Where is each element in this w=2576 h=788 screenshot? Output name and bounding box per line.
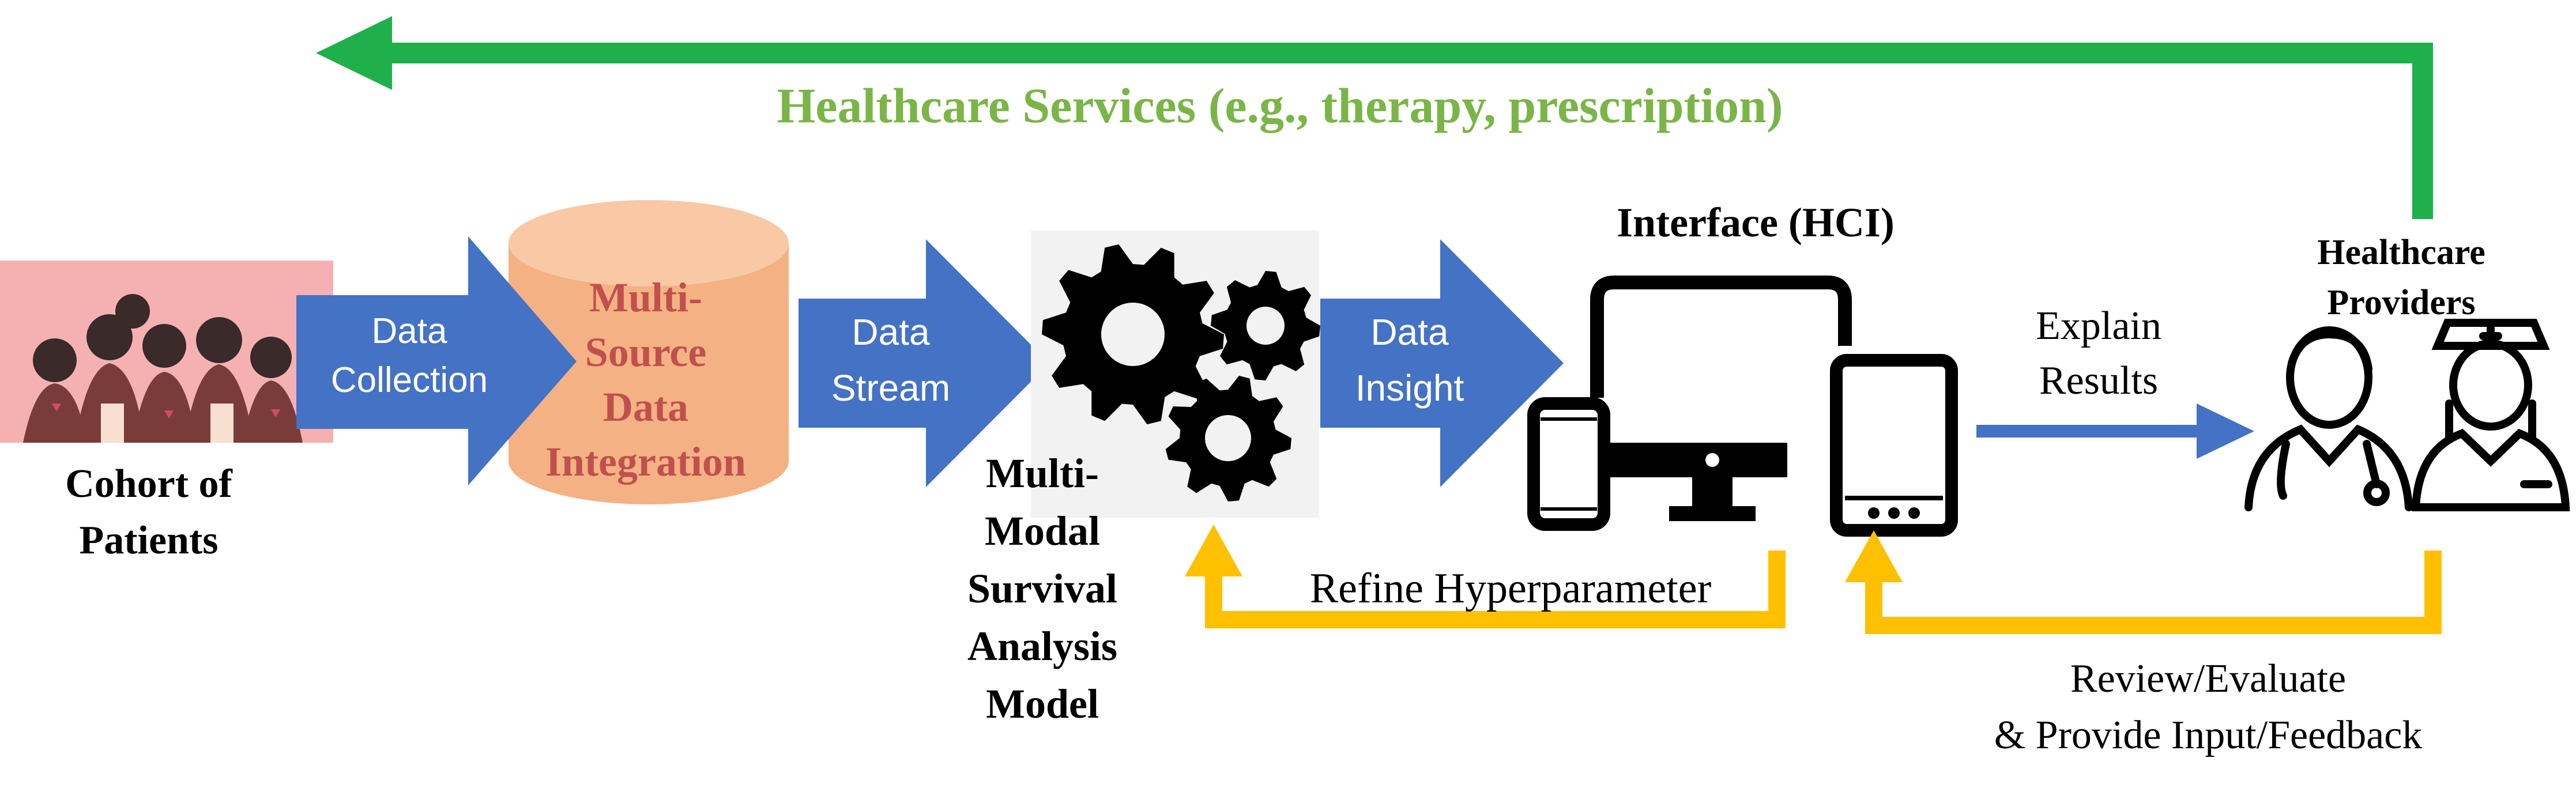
data-insight-label-line2: Insight <box>1355 367 1464 409</box>
gears-icon <box>1042 244 1320 502</box>
model-label-line5: Model <box>986 681 1099 727</box>
providers-label-line2: Providers <box>2327 283 2475 322</box>
database-label-line2: Source <box>585 329 707 375</box>
model-label-line2: Modal <box>985 508 1100 554</box>
healthcare-services-label: Healthcare Services (e.g., therapy, pres… <box>777 78 1783 133</box>
small-gear-icon <box>1211 271 1320 380</box>
database-label-line4: Integration <box>545 439 746 485</box>
doctor-icon <box>2244 326 2413 511</box>
model-label-line4: Analysis <box>967 623 1117 669</box>
review-label-line2: & Provide Input/Feedback <box>1994 713 2423 757</box>
model-group: Multi- Modal Survival Analysis Model <box>967 231 1320 727</box>
data-collection-arrow-shape <box>296 236 577 485</box>
data-insight-label-line1: Data <box>1370 311 1449 353</box>
providers-group: Healthcare Providers <box>2244 233 2570 511</box>
data-stream-arrow: Data Stream <box>799 239 1049 487</box>
healthcare-services-loop-line <box>381 43 2433 219</box>
model-label-line1: Multi- <box>986 450 1099 496</box>
explain-results-arrowhead <box>2197 404 2254 459</box>
data-stream-label-line2: Stream <box>831 367 950 409</box>
data-stream-label-line1: Data <box>852 311 930 353</box>
data-collection-arrow: Data Collection <box>296 236 577 485</box>
review-loop-arrowhead <box>1845 530 1903 582</box>
large-gear-icon <box>1042 244 1224 425</box>
model-label-line3: Survival <box>967 565 1117 612</box>
nurse-icon <box>2411 319 2570 511</box>
refine-hyperparameter-loop: Refine Hyperparameter <box>1185 525 1786 628</box>
database-label-line3: Data <box>603 384 688 430</box>
database-cylinder-body <box>509 243 789 504</box>
refine-loop-arrowhead <box>1185 525 1242 576</box>
patients-illustration <box>23 294 303 443</box>
patients-label-line2: Patients <box>79 518 218 563</box>
explain-label-line2: Results <box>2039 359 2158 403</box>
desktop-monitor-icon <box>1590 276 1852 521</box>
refine-loop-line <box>1205 551 1786 628</box>
data-insight-arrow: Data Insight <box>1320 239 1564 487</box>
interface-group: Interface (HCI) <box>1527 199 1958 537</box>
review-loop-line <box>1865 551 2442 634</box>
database-label-line1: Multi- <box>589 274 702 321</box>
healthcare-services-loop: Healthcare Services (e.g., therapy, pres… <box>316 16 2433 219</box>
tablet-icon <box>1830 354 1958 537</box>
patients-label-line1: Cohort of <box>65 462 232 506</box>
review-evaluate-loop: Review/Evaluate & Provide Input/Feedback <box>1845 530 2442 757</box>
data-collection-label-line2: Collection <box>331 360 488 400</box>
review-label-line1: Review/Evaluate <box>2070 657 2346 701</box>
data-collection-label-line1: Data <box>372 311 447 351</box>
medium-gear-icon <box>1165 375 1291 502</box>
data-insight-arrow-shape <box>1320 239 1564 487</box>
providers-label-line1: Healthcare <box>2317 233 2485 272</box>
data-stream-arrow-shape <box>799 239 1049 487</box>
database-cylinder-top <box>509 200 789 286</box>
interface-title: Interface (HCI) <box>1617 199 1895 246</box>
patients-group: Cohort of Patients <box>0 261 333 563</box>
explain-results-group: Explain Results <box>1976 304 2254 459</box>
smartphone-icon <box>1527 397 1610 531</box>
healthcare-services-arrowhead <box>316 16 392 90</box>
multi-source-database: Multi- Source Data Integration <box>509 200 789 504</box>
explain-label-line1: Explain <box>2036 304 2161 348</box>
refine-label: Refine Hyperparameter <box>1310 565 1711 612</box>
